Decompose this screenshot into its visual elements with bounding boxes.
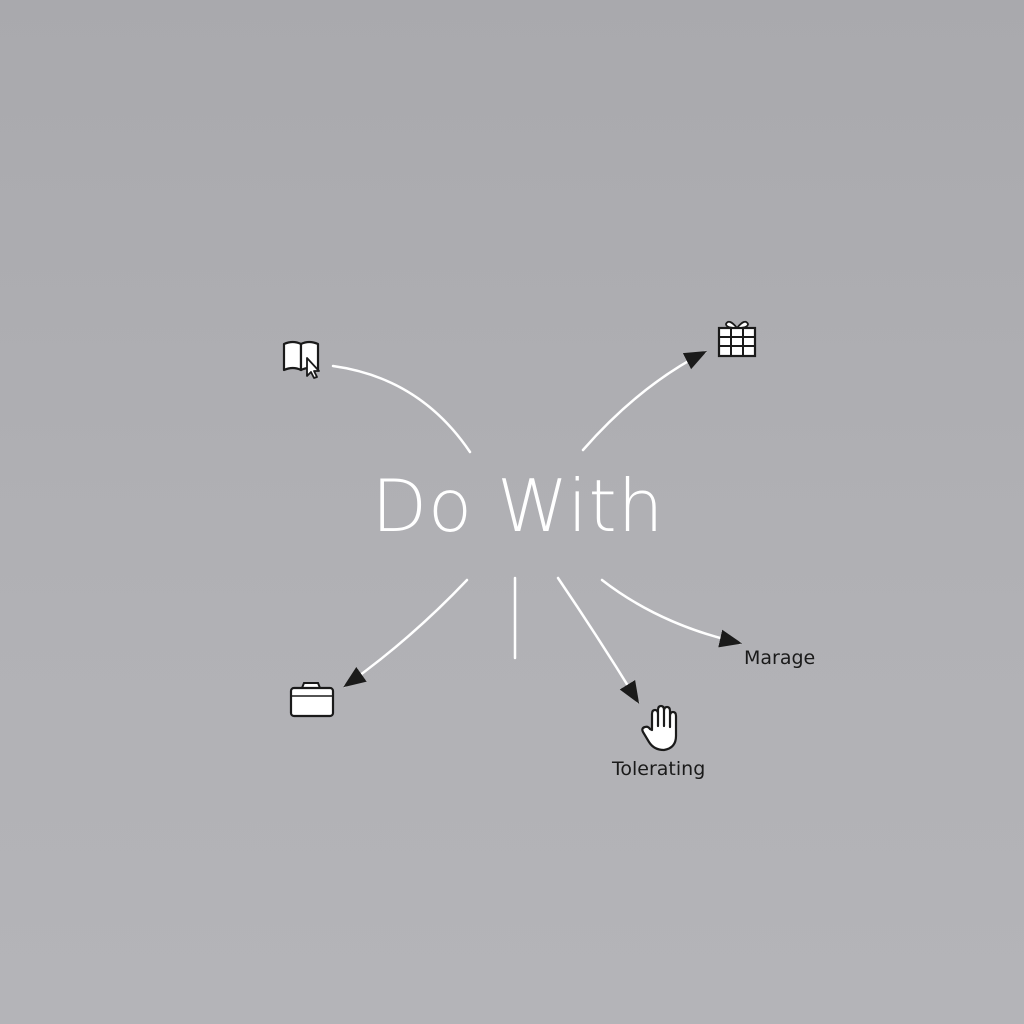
connector-to-manage <box>600 578 743 648</box>
node-label-tolerating: Tolerating <box>612 758 706 780</box>
open-book-with-cursor-icon <box>278 336 328 380</box>
node-label-manage: Marage <box>744 647 816 669</box>
connector-to-folder <box>343 578 469 688</box>
gift-box-icon <box>714 316 760 362</box>
center-node-label: Do With <box>371 464 665 548</box>
connector-to-tolerating <box>556 576 640 704</box>
connector-to-gift <box>581 350 708 452</box>
connector-to-book <box>331 364 472 454</box>
raised-hand-icon <box>638 704 688 754</box>
folder-icon <box>288 680 336 722</box>
